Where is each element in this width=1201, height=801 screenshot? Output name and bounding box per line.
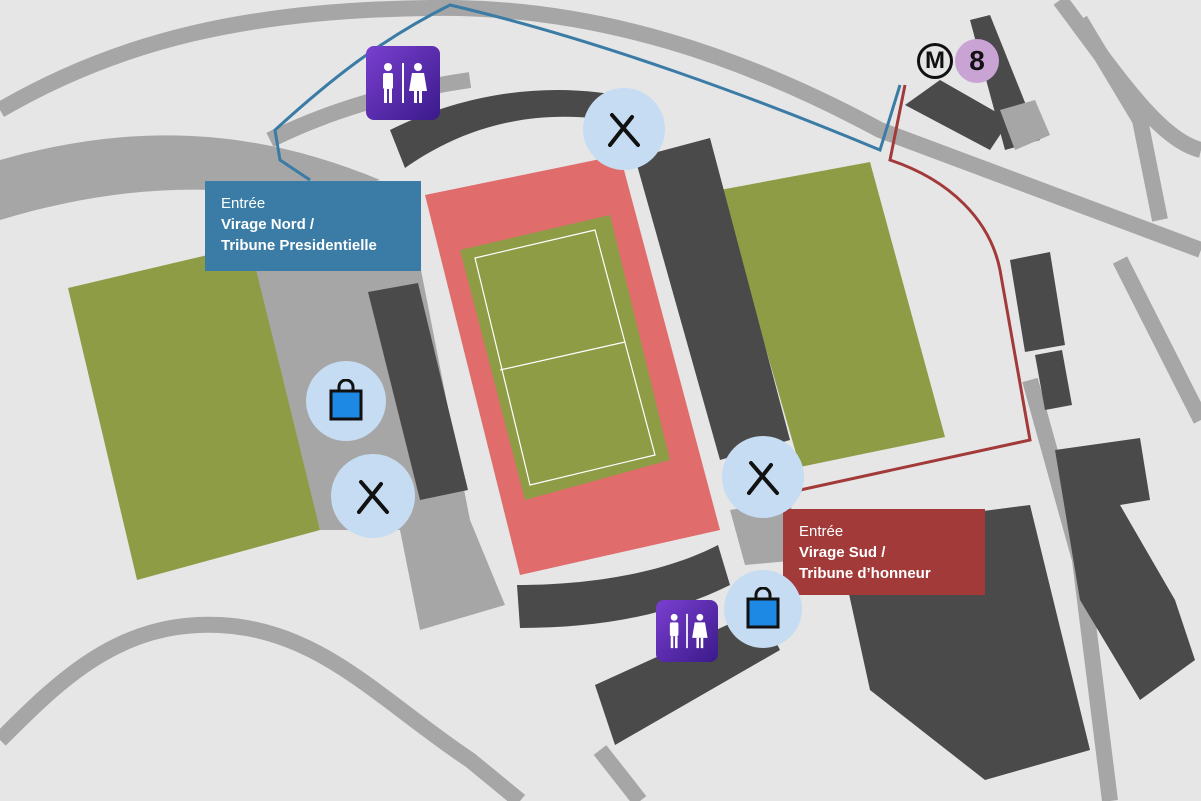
stands [368,15,1195,780]
entrance-south-line2: Tribune d’honneur [799,565,931,582]
entrance-north-prefix: Entrée [221,195,266,212]
pitch-east [720,162,945,467]
road-area [0,135,380,220]
entrance-north-label: Entrée Virage Nord / Tribune Presidentie… [205,181,421,271]
restroom-icon[interactable] [656,600,718,662]
route-north [273,3,902,182]
metro-station[interactable]: M 8 [917,39,999,83]
entrance-south-prefix: Entrée [799,523,844,540]
shop-icon[interactable] [306,361,386,441]
restaurant-icon[interactable] [583,88,665,170]
entrance-north-line2: Tribune Presidentielle [221,237,377,254]
entrance-south-line1: Virage Sud / [799,544,886,561]
entrance-south-label: Entrée Virage Sud / Tribune d’honneur [783,509,985,595]
restaurant-icon[interactable] [722,436,804,518]
metro-line-badge: 8 [955,39,999,83]
metro-icon: M [917,43,953,79]
restaurant-icon[interactable] [331,454,415,538]
plaza-east [730,500,800,565]
shop-icon[interactable] [724,570,802,648]
athletics-track [425,155,720,575]
entrance-north-line1: Virage Nord / [221,216,315,233]
metro-building [1000,100,1050,150]
route-south [783,84,1032,507]
pitch-west [68,245,320,580]
plaza-west [250,265,505,630]
restroom-icon[interactable] [366,46,440,120]
